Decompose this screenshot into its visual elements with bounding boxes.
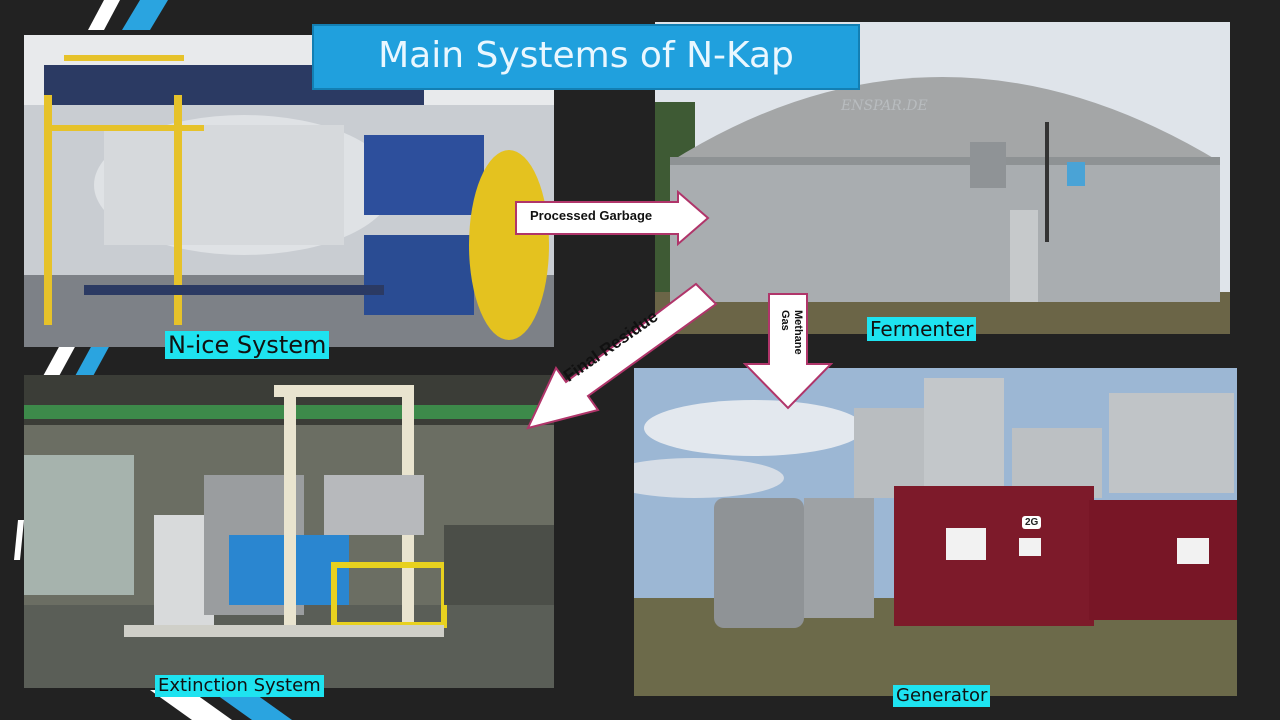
down-arrow-icon [743, 293, 833, 410]
generator-unit-label: 2G [1022, 516, 1042, 529]
title-banner [312, 24, 860, 90]
fermenter-caption: Fermenter [867, 317, 977, 341]
down-left-arrow-icon [526, 282, 718, 430]
generator-photo: 2G [634, 368, 1237, 696]
processed-garbage-label: Processed Garbage [530, 208, 653, 223]
extinction-system-caption: Extinction System [155, 675, 324, 697]
extinction-system-photo [24, 375, 554, 688]
fermenter-sign: ENSPAR.DE [841, 98, 928, 114]
nice-system-caption: N-ice System [165, 331, 330, 359]
page-title: Main Systems of N-Kap [378, 34, 794, 76]
generator-caption: Generator [893, 685, 991, 707]
right-arrow-icon [515, 190, 710, 246]
methane-gas-label: Methane Gas [778, 310, 804, 355]
